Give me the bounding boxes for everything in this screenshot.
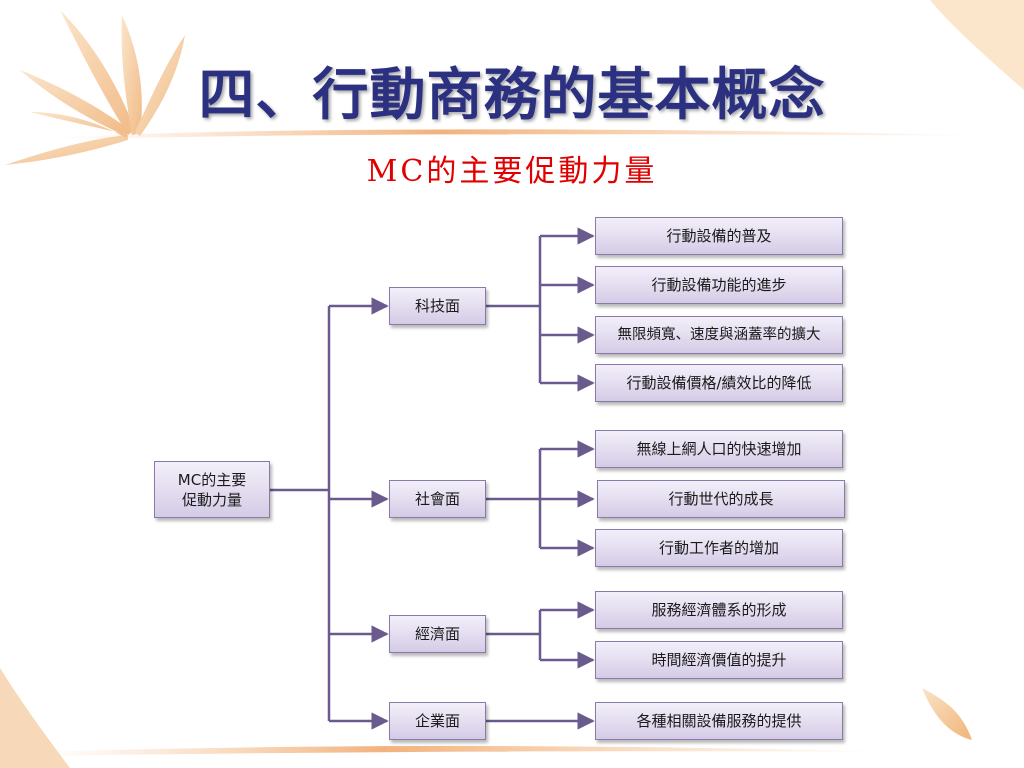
page-title: 四、行動商務的基本概念: [198, 63, 826, 128]
tech-item-3: 無限頻寬、速度與涵蓋率的擴大: [595, 316, 843, 354]
root-node-line2: 促動力量: [181, 490, 242, 509]
tech-item-1: 行動設備的普及: [595, 217, 843, 255]
page-subtitle: MC的主要促動力量: [366, 154, 658, 189]
bottom-right-leaf: [922, 688, 972, 740]
enterprise-item-1: 各種相關設備服務的提供: [595, 702, 843, 740]
social-item-2: 行動世代的成長: [597, 480, 845, 518]
economic-item-2: 時間經濟價值的提升: [595, 641, 843, 679]
title-swoosh: [60, 129, 1000, 140]
category-tech: 科技面: [389, 287, 486, 325]
tech-item-2: 行動設備功能的進步: [595, 266, 843, 304]
top-right-leaf: [930, 0, 1024, 90]
economic-item-1: 服務經濟體系的形成: [595, 591, 843, 629]
category-economic: 經濟面: [389, 615, 486, 653]
bottom-swoosh: [40, 746, 900, 756]
social-item-1: 無線上網人口的快速增加: [595, 430, 843, 468]
top-left-leaf-cluster: [5, 10, 185, 165]
tech-item-4: 行動設備價格/績效比的降低: [595, 364, 843, 402]
category-social: 社會面: [389, 480, 486, 518]
bottom-left-leaf: [0, 668, 70, 768]
social-item-3: 行動工作者的增加: [595, 529, 843, 567]
root-node: MC的主要 促動力量: [154, 461, 270, 518]
category-enterprise: 企業面: [389, 702, 486, 740]
root-node-line1: MC的主要: [177, 470, 247, 489]
